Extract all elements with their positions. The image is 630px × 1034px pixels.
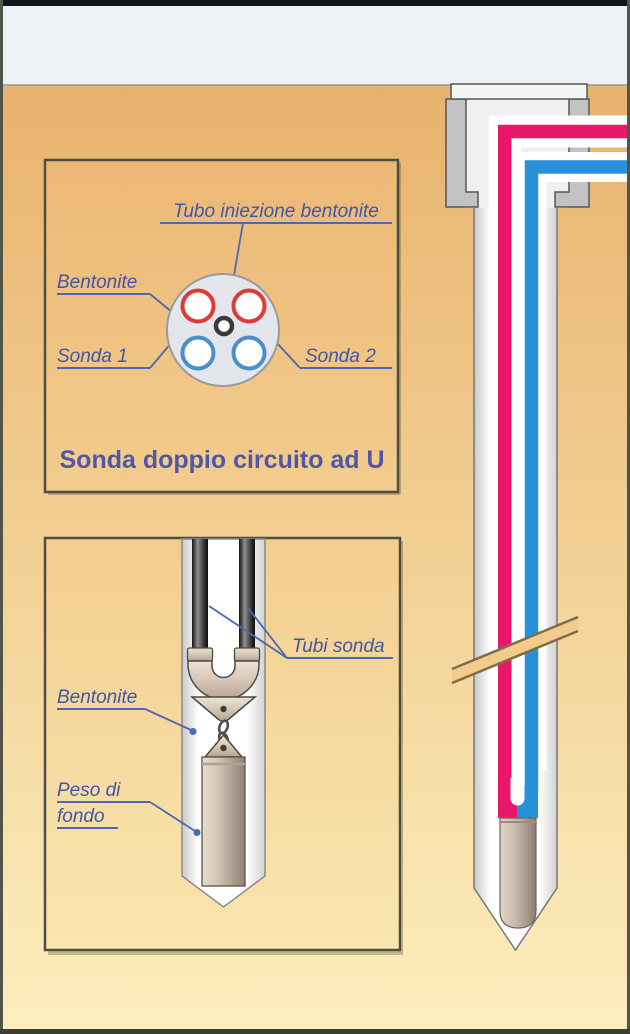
break-line-bottom <box>451 629 579 685</box>
inset-cross-section: Tubo iniezione bentonite Bentonite Sonda… <box>43 158 401 495</box>
bentonite-label-bottom: Bentonite <box>57 687 137 708</box>
frame-left <box>0 0 3 1034</box>
frame-top <box>0 0 630 6</box>
break-gap <box>452 617 578 683</box>
borehole-assembly <box>445 83 629 952</box>
weight-eye-hole <box>220 744 227 752</box>
tubes-leader-left <box>208 605 288 659</box>
tubes-leader-right <box>247 607 288 659</box>
probe-tube-right <box>239 539 255 652</box>
inset-bottom-detail: Tubi sonda Bentonite Peso di fondo <box>43 536 403 955</box>
bentonite2-leader <box>144 708 192 731</box>
weight-leader <box>149 801 196 832</box>
probe1-label: Sonda 1 <box>57 346 128 367</box>
probe-pipe-blue-1 <box>180 335 216 371</box>
weight-label-line1: Peso di <box>57 780 121 801</box>
weight-label-line2: fondo <box>57 806 105 827</box>
supply-pipe-red <box>498 124 629 792</box>
bentonite2-leader-dot <box>189 728 197 735</box>
probe-pipe-red-2 <box>231 288 267 324</box>
wellhead-lid <box>450 83 588 100</box>
u-bend-inner <box>510 778 525 806</box>
break-lines <box>451 615 579 685</box>
clevis-hole <box>220 705 227 713</box>
borehole-bottom-weight <box>499 817 537 929</box>
frame-right <box>627 0 630 1034</box>
probe2-label: Sonda 2 <box>305 346 376 367</box>
probe-pipe-red-1 <box>180 288 216 324</box>
diagram-caption: Sonda doppio circuito ad U <box>60 446 385 474</box>
u-fitting-body <box>187 660 260 701</box>
injection-tube-circle <box>213 315 235 337</box>
frame-bottom <box>0 1029 630 1034</box>
probe-pipe-blue-2 <box>231 335 267 371</box>
bentonite-leader <box>149 293 173 313</box>
weight-leader-dot <box>193 829 201 836</box>
bentonite-label-top: Bentonite <box>57 272 137 293</box>
break-line-top <box>451 615 579 671</box>
probe-tube-left <box>192 539 208 652</box>
bottom-weight <box>201 756 246 887</box>
u-fitting-cuff-right <box>233 647 261 662</box>
return-pipe-blue <box>524 160 629 792</box>
tube-injection-label: Tubo iniezione bentonite <box>173 201 379 222</box>
surface-band <box>3 6 627 85</box>
tubes-label: Tubi sonda <box>292 636 385 657</box>
u-fitting-cuff-left <box>186 647 214 662</box>
